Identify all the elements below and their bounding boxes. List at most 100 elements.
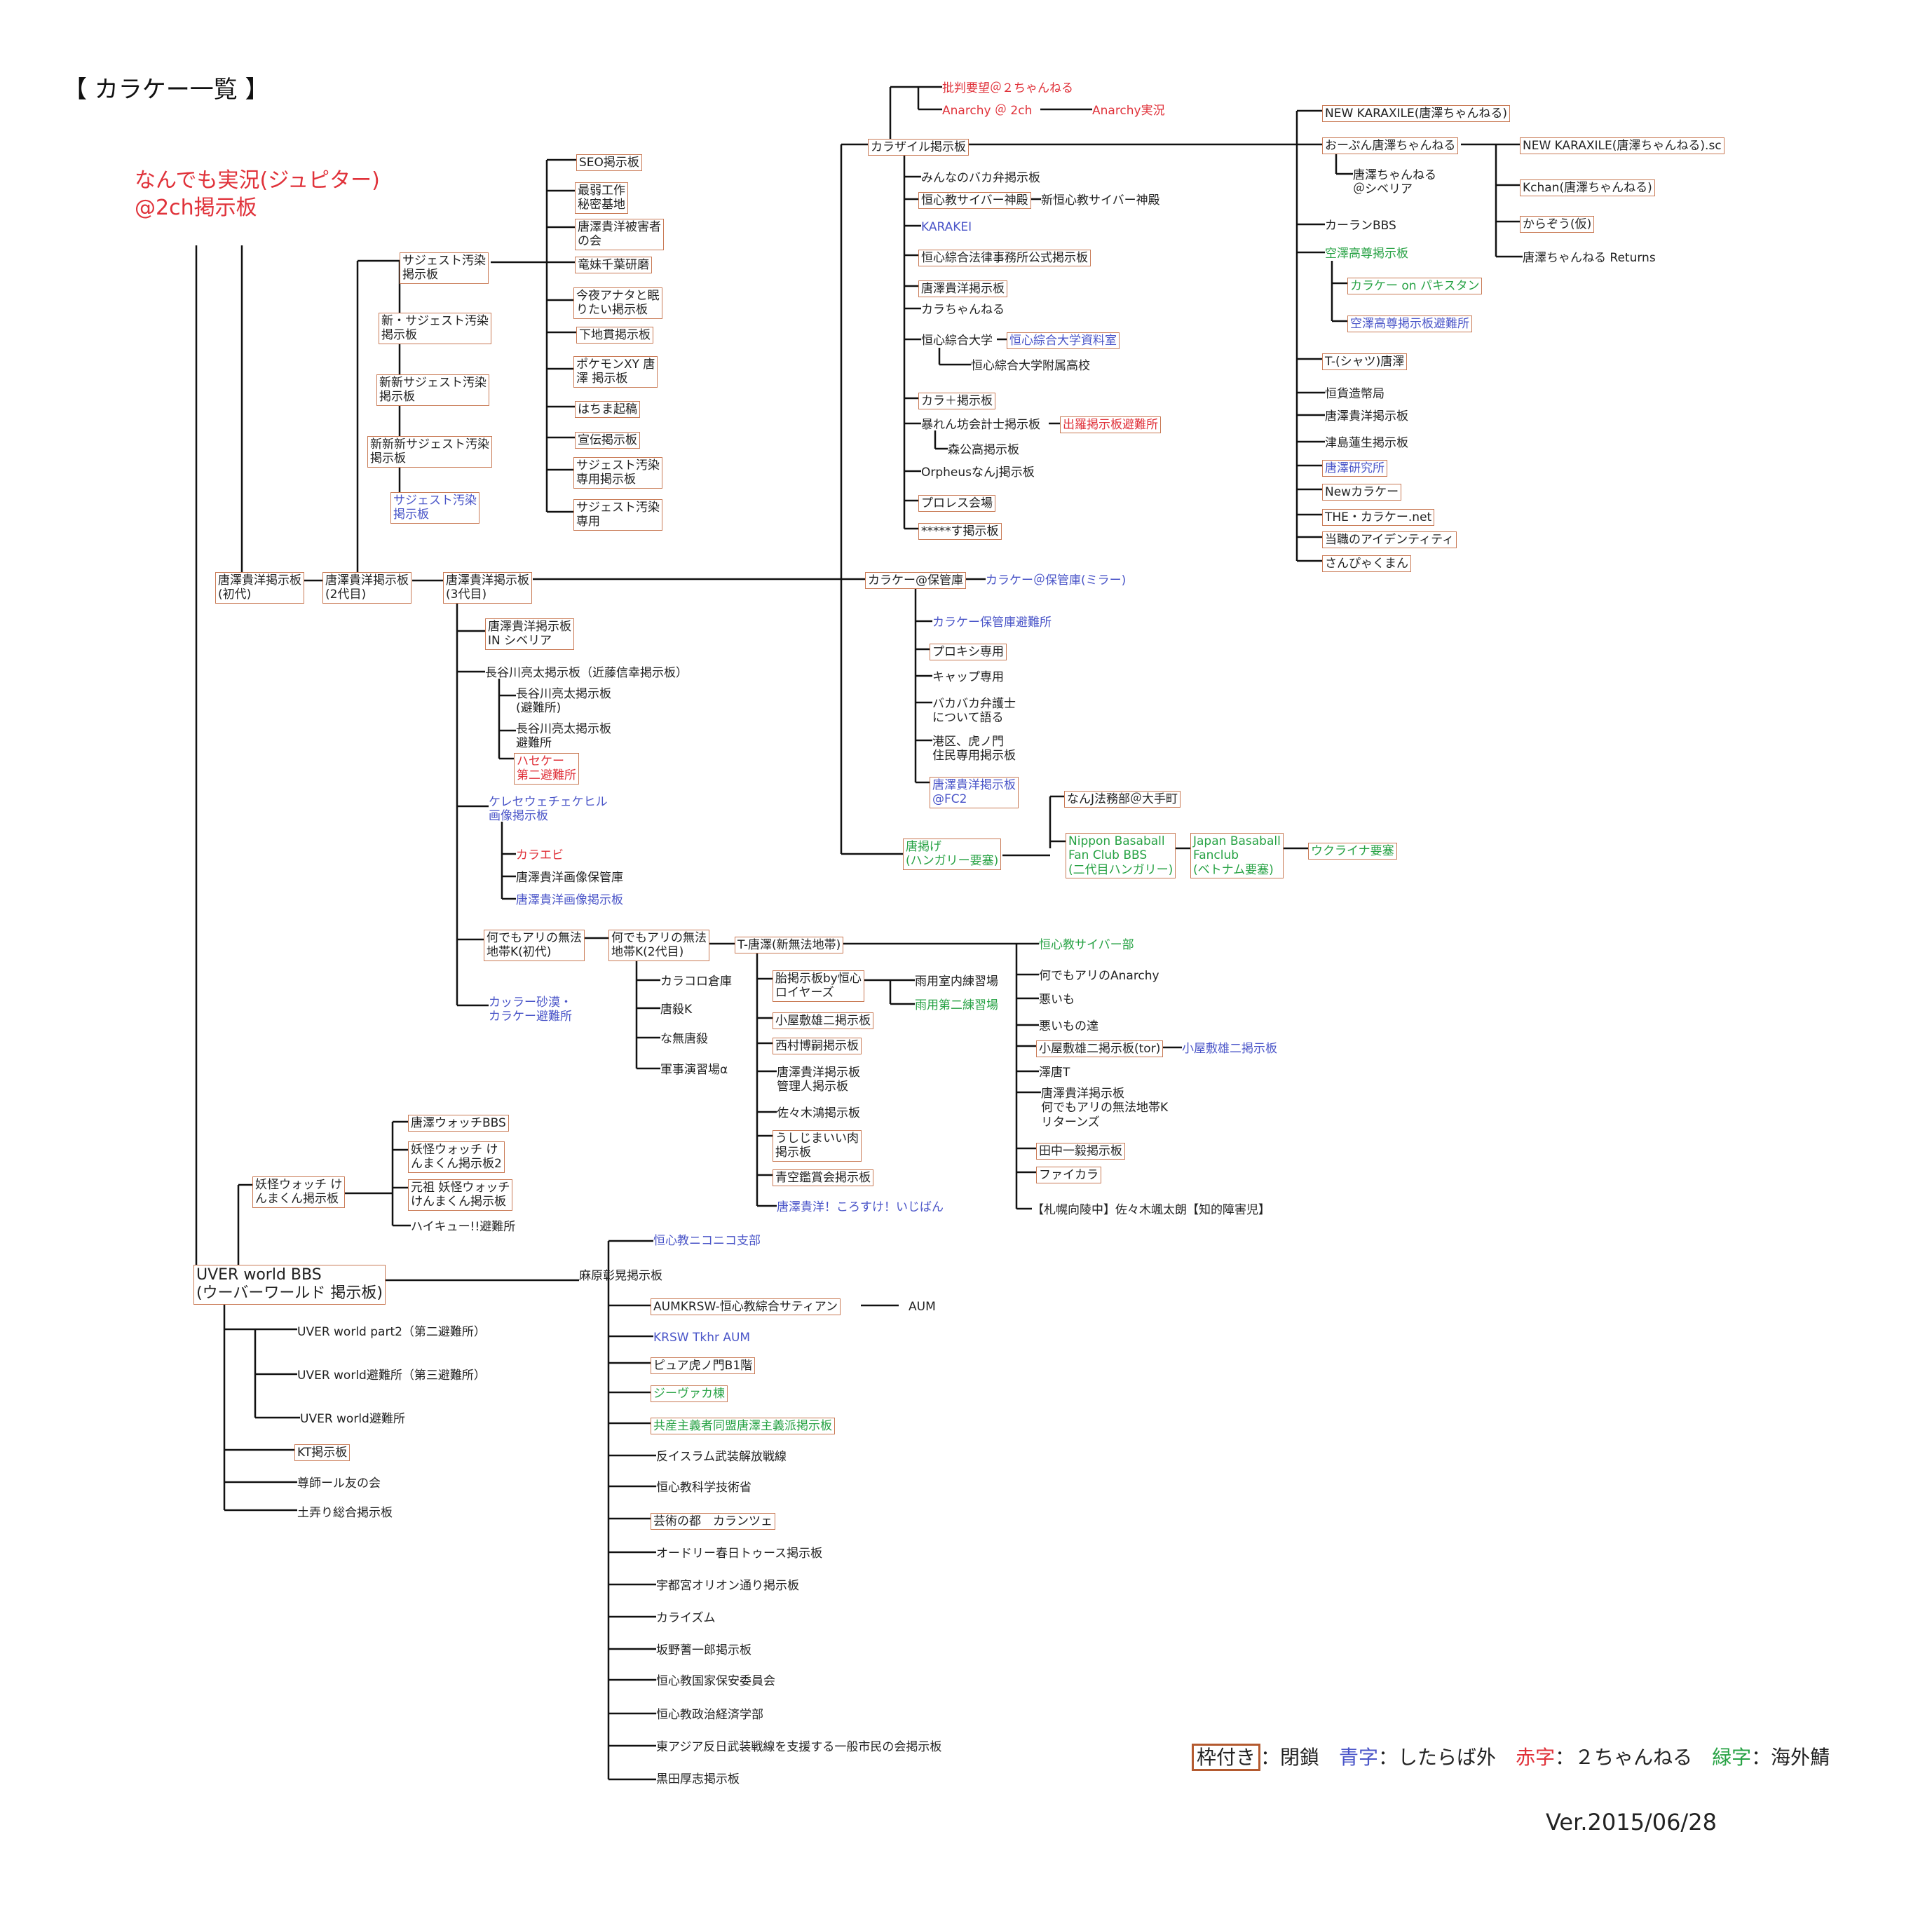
node: AUMKRSW-恒心教綜合サティアン [651,1298,841,1316]
node: カラコロ倉庫 [660,975,732,989]
node: 唐殺K [660,1003,693,1017]
node: 長谷川亮太掲示板 (避難所) [516,687,611,716]
node: 恒心教国家保安委員会 [656,1674,775,1688]
node: カラちゃんねる [921,303,1005,317]
node: 長谷川亮太掲示板 避難所 [516,722,611,751]
node: THE・カラケー.net [1322,509,1435,527]
node: 竜妹千葉研磨 [575,257,652,274]
node: 妖怪ウォッチ け んまくん掲示板 [252,1176,346,1208]
node: 何でもアリの無法 地帯K(2代目) [608,930,709,961]
node: 唐澤ウォッチBBS [408,1115,509,1132]
node: 悪いもの達 [1039,1019,1098,1033]
node: ハイキュー!!避難所 [411,1220,516,1234]
node: 唐澤貴洋掲示板 [1325,409,1408,423]
node: NEW KARAXILE(唐澤ちゃんねる).sc [1520,137,1724,155]
node: からぞう(仮) [1520,216,1595,233]
node: 【札幌向陵中】佐々木颯太朗【知的障害児】 [1032,1203,1270,1217]
node: 坂野蓍一郎掲示板 [656,1643,751,1657]
node: カラケー on パキスタン [1347,278,1483,295]
diagram-title: 【 カラケー一覧 】 [63,76,269,104]
node: カラケー＠保管庫(ミラー) [986,573,1127,588]
node: カラザイル掲示板 [868,139,969,156]
node: 唐澤貴洋画像保管庫 [516,871,623,885]
node: 恒心教科学技術省 [656,1481,751,1495]
node: 悪いも [1039,993,1075,1007]
node: 当職のアイデンティティ [1322,531,1457,549]
node: KRSW Tkhr AUM [653,1331,751,1345]
node: うしじまいい肉 掲示板 [773,1130,862,1162]
node: 青空鑑賞会掲示板 [773,1169,873,1187]
node: 空澤高尊掲示板避難所 [1347,315,1472,333]
node: UVER world避難所（第三避難所） [297,1369,486,1383]
node: 小屋敷雄二掲示板(tor) [1036,1040,1164,1058]
node: UVER world part2（第二避難所） [297,1325,486,1339]
node: UVER world BBS (ウーバーワールド 掲示板) [193,1265,386,1305]
node: カラケー保管庫避難所 [932,616,1052,630]
node: 西村博嗣掲示板 [773,1038,862,1055]
version-label: Ver.2015/06/28 [1546,1809,1717,1835]
node: UVER world避難所 [300,1412,405,1426]
node: 空澤高尊掲示板 [1325,247,1408,261]
legend-blue: 青字 [1339,1746,1379,1769]
node: 土弄り総合掲示板 [297,1506,393,1520]
node: 麻原彰晃掲示板 [579,1269,662,1283]
node: 唐澤貴洋掲示板 (初代) [215,572,304,604]
node: 田中一毅掲示板 [1036,1143,1125,1160]
node: 反イスラム武装解放戦線 [656,1450,787,1464]
node: 東アジア反日武装戦線を支援する一般市民の会掲示板 [656,1740,942,1754]
node: 唐澤貴洋掲示板 (3代目) [443,572,532,604]
node: ポケモンXY 唐 澤 掲示板 [573,356,658,388]
node: 胎掲示板by恒心 ロイヤーズ [773,970,864,1002]
node: ファイカラ [1036,1167,1101,1184]
legend-red-desc: ：２ちゃんねる [1555,1746,1713,1769]
node: 出羅掲示板避難所 [1060,416,1161,434]
node: なんJ法務部＠大手町 [1064,791,1181,808]
node: 小屋敷雄二掲示板 [1182,1042,1277,1056]
node: 恒心教サイバー神殿 [918,192,1031,210]
node: 恒心綜合法律事務所公式掲示板 [918,250,1091,267]
node: 唐澤貴洋掲示板 何でもアリの無法地帯K リターンズ [1041,1087,1169,1129]
node: 森公高掲示板 [948,443,1019,457]
node: 小屋敷雄二掲示板 [773,1012,873,1030]
node: *****す掲示板 [918,523,1002,541]
node: プロレス会場 [918,495,995,513]
node: ピュア虎ノ門B1階 [651,1357,756,1375]
node: 何でもアリのAnarchy [1039,969,1159,983]
legend-red: 赤字 [1516,1746,1556,1769]
node: サジェスト汚染 掲示板 [390,492,479,524]
node: 恒心綜合大学附属高校 [971,359,1090,373]
legend-framed: 枠付き [1192,1744,1261,1771]
node: 雨用室内練習場 [915,975,998,989]
node: 今夜アナタと眠 りたい掲示板 [573,287,662,319]
node: カッラー砂漠・ カラケー避難所 [489,996,572,1024]
root-node: なんでも実況(ジュピター) @2ch掲示板 [135,168,380,220]
node: 長谷川亮太掲示板（近藤信幸掲示板） [485,666,688,680]
node: 恒心綜合大学 [921,334,993,348]
node: 恒心教サイバー部 [1039,938,1134,952]
node: 最弱工作 秘密基地 [575,182,628,214]
node: 唐澤貴洋被害者 の会 [575,219,664,250]
node: T-(シャツ)唐澤 [1322,353,1408,371]
node: はちま起稿 [575,401,640,419]
node: Orpheusなんj掲示板 [921,466,1035,480]
node: 唐澤貴洋掲示板 @FC2 [930,777,1019,808]
node: 軍事演習場α [660,1063,728,1077]
legend: 枠付き：閉鎖 青字：したらば外 赤字：２ちゃんねる 緑字：海外鯖 [1192,1742,1830,1771]
node: 唐澤貴洋掲示板 管理人掲示板 [777,1066,860,1094]
node: Anarchy ＠ 2ch [942,104,1033,118]
node: な無唐殺 [660,1032,708,1046]
node: 唐澤ちゃんねる Returns [1523,251,1656,265]
node: みんなのバカ弁掲示板 [921,171,1040,185]
node: 唐澤貴洋！ころすけ！いじばん [777,1200,944,1214]
node: ジーヴァカ棟 [651,1385,728,1403]
node: オードリー春日トゥース掲示板 [656,1547,823,1561]
node: カラケー@保管庫 [865,572,966,590]
node: カラ＋掲示板 [918,393,995,410]
node: 津島蓮生掲示板 [1325,436,1408,450]
node: ケレセウェチェケヒル 画像掲示板 [489,795,608,824]
node: 港区、虎ノ門 住民専用掲示板 [932,735,1016,763]
node: 何でもアリの無法 地帯K(初代) [484,930,585,961]
node: ハセケー 第二避難所 [514,753,579,785]
node: さんぴゃくまん [1322,555,1411,573]
